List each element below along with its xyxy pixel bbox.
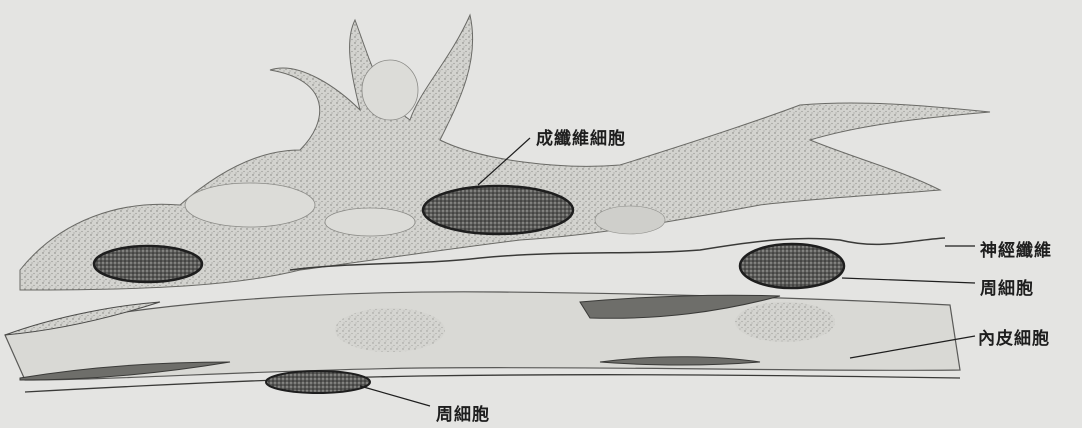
fibroblast-nucleus — [423, 186, 573, 234]
pericyte-lower-leader — [360, 386, 430, 406]
pericyte-upper-leader — [842, 278, 975, 283]
capillary-vessel — [5, 292, 960, 392]
pericyte-upper-label: 周細胞 — [980, 274, 1034, 299]
pericyte-lower-label: 周細胞 — [436, 400, 490, 425]
pericyte-upper-nucleus — [740, 244, 844, 288]
pericyte-lower-nucleus — [266, 371, 370, 393]
left-cell-nucleus — [94, 246, 202, 282]
fibroblast-label: 成纖維細胞 — [536, 124, 626, 149]
nerve-fiber-label: 神經纖維 — [980, 236, 1052, 261]
endothelial-label: 內皮細胞 — [978, 324, 1050, 349]
